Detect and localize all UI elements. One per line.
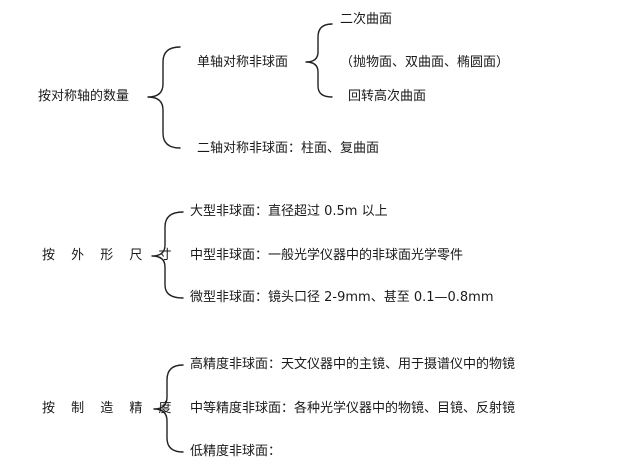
size-micro: 微型非球面：镜头口径 2-9mm、甚至 0.1—0.8mm xyxy=(190,290,494,305)
precision-medium: 中等精度非球面：各种光学仪器中的物镜、目镜、反射镜 xyxy=(190,401,516,416)
precision-high: 高精度非球面：天文仪器中的主镜、用于摄谱仪中的物镜 xyxy=(190,357,516,372)
brace-section1 xyxy=(147,46,181,149)
size-large: 大型非球面：直径超过 0.5m 以上 xyxy=(190,204,388,219)
sub-item-quadric: 二次曲面 xyxy=(340,12,393,27)
brace-section3 xyxy=(153,364,184,453)
category-size: 按 外 形 尺 寸 xyxy=(42,248,178,263)
dual-axis-label: 二轴对称非球面：柱面、复曲面 xyxy=(197,141,380,156)
single-axis-label: 单轴对称非球面 xyxy=(197,55,289,70)
sub-item-quadric-types: （抛物面、双曲面、椭圆面） xyxy=(340,55,510,70)
category-precision: 按 制 造 精 度 xyxy=(42,401,178,416)
brace-single-axis xyxy=(305,23,333,98)
brace-section2 xyxy=(151,211,184,299)
category-symmetry-axes: 按对称轴的数量 xyxy=(38,89,130,104)
precision-low: 低精度非球面： xyxy=(190,444,282,459)
size-medium: 中型非球面：一般光学仪器中的非球面光学零件 xyxy=(190,248,464,263)
sub-item-higher-order: 回转高次曲面 xyxy=(348,89,427,104)
